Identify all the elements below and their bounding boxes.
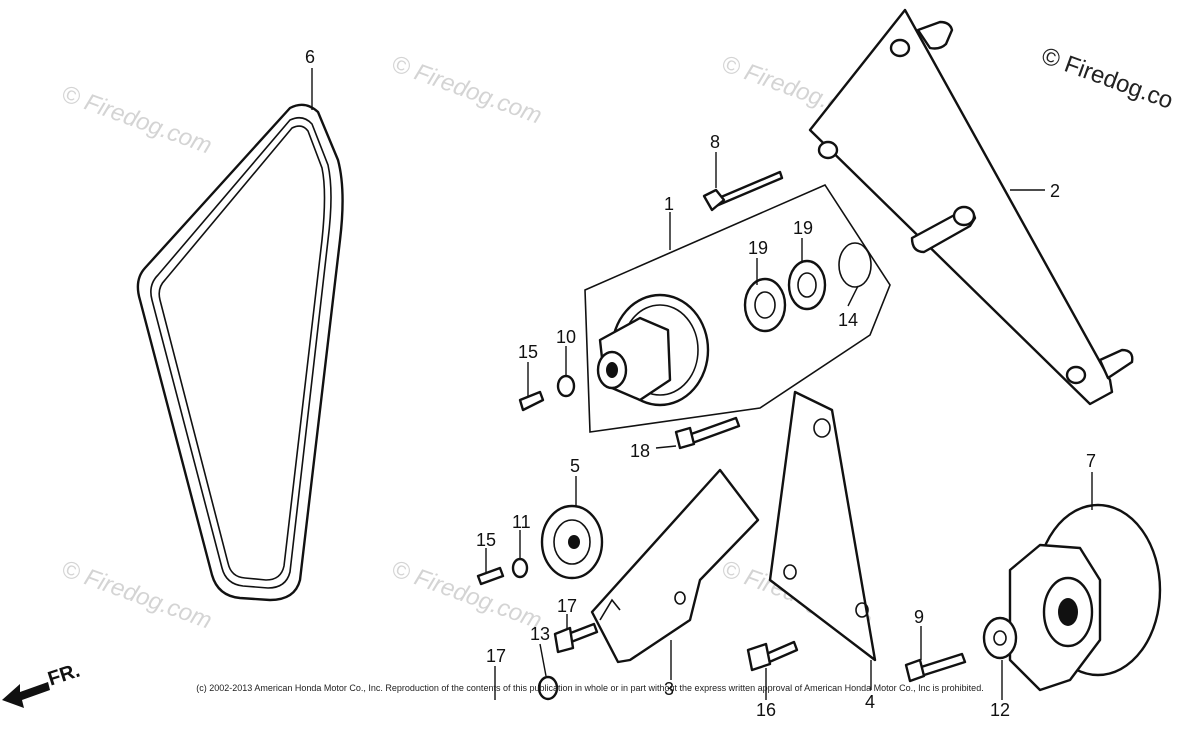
callout-11: 11 [512, 512, 531, 532]
callout-7: 7 [1086, 451, 1096, 471]
callout-19a: 19 [748, 238, 768, 258]
callout-17b: 17 [486, 646, 506, 666]
copyright-notice: (c) 2002-2013 American Honda Motor Co., … [196, 683, 984, 693]
idler-bracket [590, 468, 760, 664]
callout-2: 2 [1050, 181, 1060, 201]
callout-17a: 17 [557, 596, 577, 616]
bolt-8 [702, 170, 784, 212]
callouts: 6 2 1 8 19 19 14 15 10 18 5 7 15 11 17 1… [305, 47, 1096, 720]
callout-1: 1 [664, 194, 674, 214]
bolt-18 [674, 416, 741, 450]
watermark-corner-text: © Firedog.co [1038, 42, 1177, 114]
washer-11 [511, 557, 529, 579]
callout-4: 4 [865, 692, 875, 712]
watermark-text: © Firedog.com [58, 80, 215, 159]
callout-5: 5 [570, 456, 580, 476]
callout-18: 18 [630, 441, 650, 461]
pulley-assembly [584, 183, 891, 433]
bracket-large [808, 8, 1134, 406]
callout-15b: 15 [476, 530, 496, 550]
callout-10: 10 [556, 327, 576, 347]
callout-13: 13 [530, 624, 550, 644]
callout-16: 16 [756, 700, 776, 720]
callout-12: 12 [990, 700, 1010, 720]
callout-14: 14 [838, 310, 858, 330]
callout-15a: 15 [518, 342, 538, 362]
callout-9: 9 [914, 607, 924, 627]
idler-pulley [540, 504, 604, 580]
bolt-17-upper [553, 622, 599, 654]
crank-pulley [1008, 503, 1162, 692]
v-belt [136, 103, 344, 602]
callout-19b: 19 [793, 218, 813, 238]
washer-10 [556, 374, 576, 398]
leader-lines [311, 68, 1093, 700]
washer-13 [537, 675, 559, 701]
tension-bracket [768, 390, 877, 662]
watermark-text: © Firedog.com [58, 555, 215, 634]
bolt-9 [904, 652, 967, 683]
callout-3: 3 [664, 679, 674, 699]
bolt-15-lower [476, 566, 505, 586]
washer-12 [982, 616, 1018, 660]
bolt-16 [746, 640, 799, 672]
bolt-15-top [518, 390, 545, 412]
callout-8: 8 [710, 132, 720, 152]
front-direction-arrow [2, 682, 50, 708]
callout-6: 6 [305, 47, 315, 67]
watermark-text: © Firedog.com [388, 50, 545, 129]
